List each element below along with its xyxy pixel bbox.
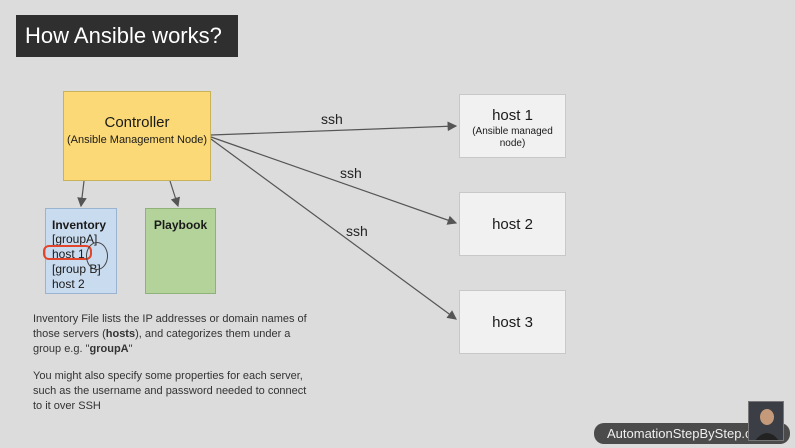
desc-text: " [128,343,133,355]
arrow-controller-inventory [77,180,87,208]
host1-subtitle: (Ansible managed node) [472,126,553,149]
desc-text: ), and categorizes them under a group e.… [33,328,291,355]
host2-name: host 2 [492,216,533,233]
inventory-title: Inventory [52,218,107,232]
channel-watermark: AutomationStepByStep.com [594,423,790,444]
arrow-controller-host1 [210,121,458,136]
desc-hosts-term: hosts [105,328,136,340]
inventory-description: Inventory File lists the IP addresses or… [33,312,313,357]
properties-description: You might also specify some properties f… [33,370,307,412]
inventory-line: [group B] [52,262,101,276]
inventory-line: [groupA] [52,232,98,246]
ssh-label-host1: ssh [321,111,343,127]
arrow-controller-host2 [210,136,458,225]
arrow-controller-host3 [210,138,457,320]
controller-node: Controller (Ansible Management Node) [63,91,211,181]
ssh-label-host2: ssh [340,165,362,181]
person-icon [749,402,783,440]
host-node-2: host 2 [459,192,566,256]
desc-text: Inventory File lists the IP addresses or… [33,313,307,340]
desc-group-term: groupA [89,343,129,355]
controller-title: Controller [104,114,170,131]
host3-name: host 3 [492,314,533,331]
inventory-line: host 1 [52,247,85,261]
cursor-icon [86,242,108,270]
controller-subtitle: (Ansible Management Node) [66,134,208,146]
ssh-label-host3: ssh [346,223,368,239]
playbook-file: Playbook [145,208,216,294]
presenter-thumbnail [748,401,784,441]
inventory-line: host 2 [52,277,85,291]
slide-title: How Ansible works? [16,15,238,57]
host-node-1: host 1 (Ansible managed node) [459,94,566,158]
host1-name: host 1 [492,107,533,124]
host-node-3: host 3 [459,290,566,354]
playbook-title: Playbook [153,218,208,232]
host1-highlight-annotation [43,245,92,260]
arrow-controller-playbook [169,180,181,208]
